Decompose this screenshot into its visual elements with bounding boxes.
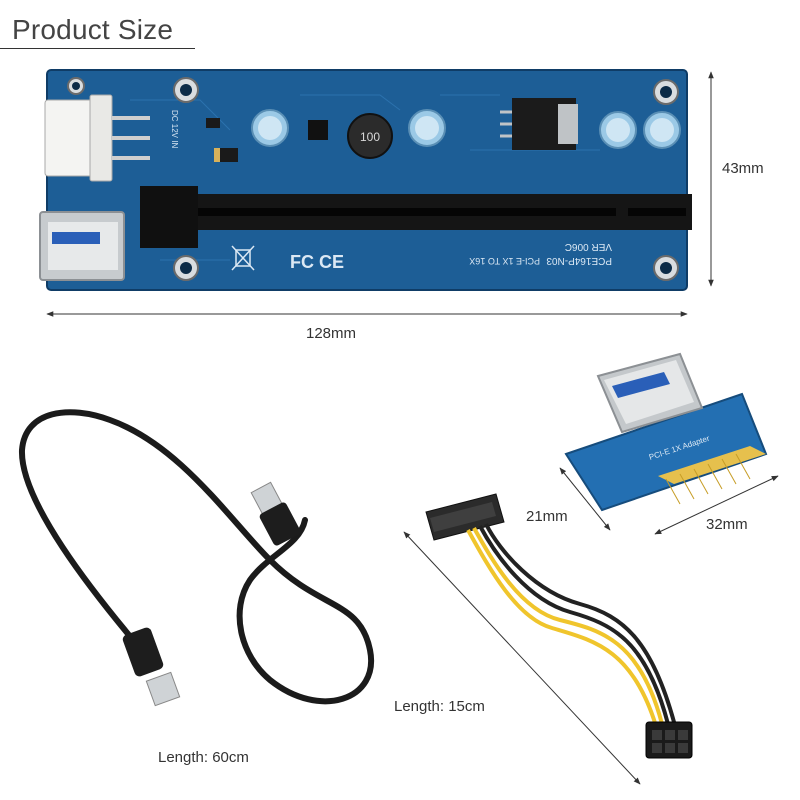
usb-cable-length-label: Length: 60cm [158,749,249,766]
power-cable-length-label: Length: 15cm [394,698,485,715]
page-title: Product Size [12,14,174,45]
version-text: VER 006C [565,241,612,252]
inductor: 100 [347,113,393,159]
usb-adapter-board: PCI-E 1X Adapter [564,352,768,512]
adapter-depth-label: 21mm [526,508,568,525]
power-input-text: DC 12V IN [170,110,179,148]
adapter-width-dimension [654,475,779,535]
sata-power-cable [425,493,693,759]
power-cable-length-dimension [403,531,641,785]
ic-chip [308,120,328,140]
adapter-width-label: 32mm [706,516,748,533]
capacitors [251,109,681,149]
riser-board: DC 12V IN 100 [39,69,692,291]
svg-text:FC CE: FC CE [290,252,344,272]
pcie-x16-slot [140,186,692,248]
adapter-depth-dimension [559,467,611,531]
model-text: PCE164P-N03 [546,255,612,266]
slot-text: PCI-E 1X TO 16X [469,256,540,266]
inductor-text: 100 [360,130,380,144]
voltage-regulator [500,98,578,150]
usb-socket [39,211,125,281]
usb-cable [18,409,375,707]
riser-height-label: 43mm [722,160,764,177]
riser-width-label: 128mm [306,325,357,342]
title-underline [0,48,195,49]
mounting-holes [67,77,679,281]
power-connector [44,94,150,182]
